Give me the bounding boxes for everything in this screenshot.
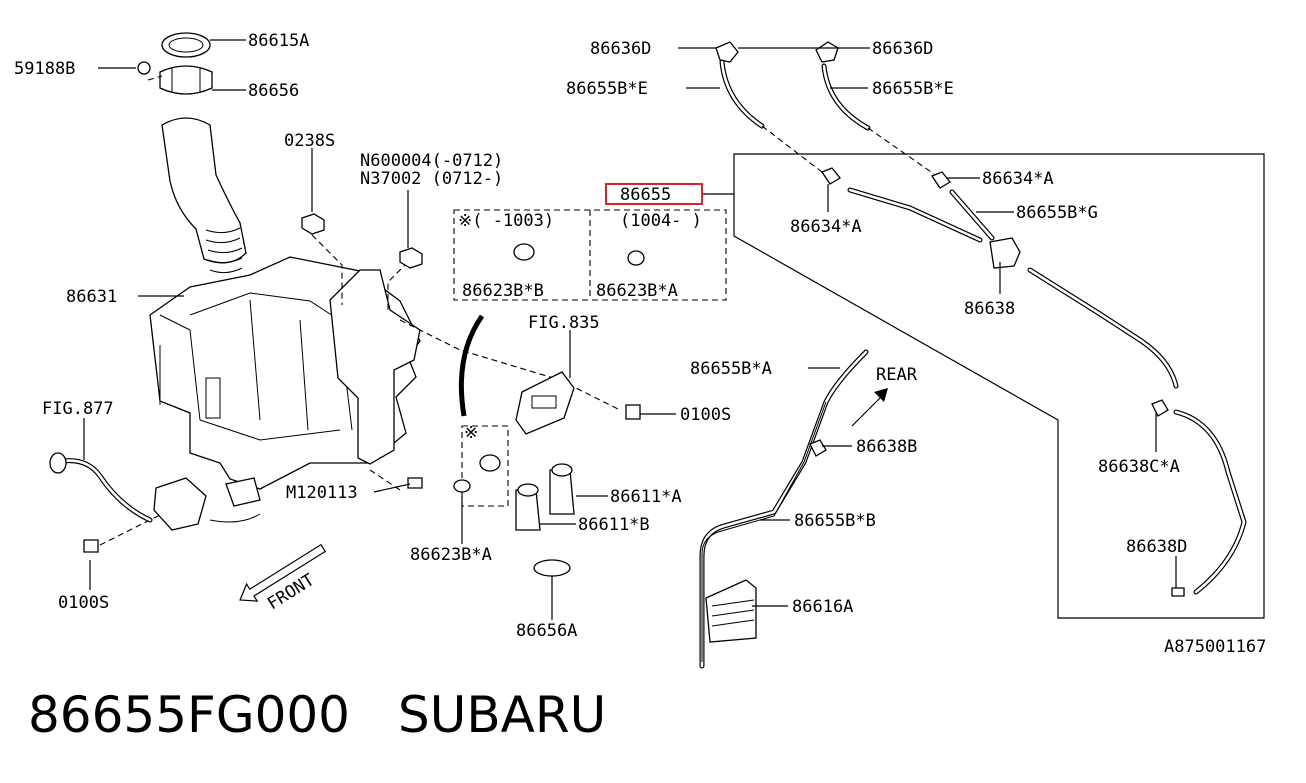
label-fig835[interactable]: FIG.835 <box>528 313 600 333</box>
highlight-box <box>605 183 703 205</box>
nozzle-86636d-right[interactable] <box>815 41 839 63</box>
labels: 86615A 59188B 86656 0238S N600004(-0712)… <box>14 31 1266 657</box>
label-rear: REAR <box>876 365 918 385</box>
rear-arrow <box>851 395 883 427</box>
label-m120113[interactable]: M120113 <box>286 483 358 503</box>
cap-ring[interactable] <box>159 65 213 95</box>
label-0100s-left[interactable]: 0100S <box>58 593 109 613</box>
label-front: FRONT <box>264 570 318 614</box>
label-86623ba-bot[interactable]: 86623B*A <box>410 545 492 565</box>
grommet-center[interactable] <box>479 454 501 472</box>
label-86655be-left[interactable]: 86655B*E <box>566 79 648 99</box>
bolt-0100s-mid[interactable] <box>625 404 641 420</box>
ring-86656a[interactable] <box>533 559 571 577</box>
joint-86638[interactable] <box>989 237 1021 269</box>
label-86636d-left[interactable]: 86636D <box>590 39 651 59</box>
seal-strip[interactable] <box>458 314 485 417</box>
nozzle-86636d-left[interactable] <box>715 41 739 63</box>
label-86638[interactable]: 86638 <box>964 299 1015 319</box>
joint-86638d[interactable] <box>1171 587 1185 597</box>
joint-86638c[interactable] <box>1151 399 1169 417</box>
label-86636d-right[interactable]: 86636D <box>872 39 933 59</box>
bolt-59188b[interactable] <box>137 61 151 75</box>
label-86638b[interactable]: 86638B <box>856 437 917 457</box>
label-86656[interactable]: 86656 <box>248 81 299 101</box>
nut-0238s[interactable] <box>301 213 325 235</box>
joint-86638b[interactable] <box>809 439 827 457</box>
label-86655-highlighted[interactable]: 86655 <box>620 185 671 205</box>
part-number-title: 86655FG000 <box>28 686 350 744</box>
joint-86634a-right[interactable] <box>931 171 951 189</box>
label-86638d[interactable]: 86638D <box>1126 537 1187 557</box>
label-86634a-left[interactable]: 86634*A <box>790 217 862 237</box>
label-86634a-right[interactable]: 86634*A <box>982 169 1054 189</box>
label-86616a[interactable]: 86616A <box>792 597 853 617</box>
label-0100s-mid[interactable]: 0100S <box>680 405 731 425</box>
brand-title: SUBARU <box>398 686 607 744</box>
label-86656a[interactable]: 86656A <box>516 621 577 641</box>
pump-hose-assembly <box>49 452 261 531</box>
leader-lines <box>83 39 1177 620</box>
grommet-86623ba-top[interactable] <box>627 250 645 266</box>
label-86611b[interactable]: 86611*B <box>578 515 650 535</box>
label-range-1004: (1004- ) <box>620 211 702 231</box>
hose-end[interactable] <box>49 452 67 474</box>
washer-pump[interactable] <box>153 477 207 531</box>
label-86655bg[interactable]: 86655B*G <box>1016 203 1098 223</box>
label-86655bb[interactable]: 86655B*B <box>794 511 876 531</box>
bolt-0100s-left[interactable] <box>83 539 99 553</box>
filler-cap[interactable] <box>161 32 211 58</box>
grommet-86623ba-bot[interactable] <box>453 479 471 493</box>
label-86623bb[interactable]: 86623B*B <box>462 281 544 301</box>
reservoir-86616a[interactable] <box>705 579 757 643</box>
label-86623ba-top[interactable]: 86623B*A <box>596 281 678 301</box>
label-86655be-right[interactable]: 86655B*E <box>872 79 954 99</box>
label-59188b[interactable]: 59188B <box>14 59 75 79</box>
label-86638ca[interactable]: 86638C*A <box>1098 457 1180 477</box>
label-86611a[interactable]: 86611*A <box>610 487 682 507</box>
label-fig877[interactable]: FIG.877 <box>42 399 114 419</box>
grommet-86623bb[interactable] <box>513 243 535 261</box>
front-arrow <box>239 543 327 602</box>
pump-connector[interactable] <box>225 477 261 507</box>
rear-hose-frame <box>733 153 1265 619</box>
label-star: ※ <box>464 423 478 443</box>
label-86631[interactable]: 86631 <box>66 287 117 307</box>
label-86655ba[interactable]: 86655B*A <box>690 359 772 379</box>
label-range-1003: ※( -1003) <box>458 211 554 231</box>
label-reference-code: A875001167 <box>1164 637 1266 657</box>
label-86615a[interactable]: 86615A <box>248 31 309 51</box>
label-n600004[interactable]: N600004(-0712) <box>360 151 503 171</box>
nut-n600004[interactable] <box>399 247 423 269</box>
label-0238s[interactable]: 0238S <box>284 131 335 151</box>
tank-bracket[interactable] <box>329 269 421 465</box>
center-parts <box>453 209 727 577</box>
bolt-m120113[interactable] <box>407 477 423 489</box>
label-n37002[interactable]: N37002 (0712-) <box>360 169 503 189</box>
joint-86634a-left[interactable] <box>821 167 841 185</box>
filler-neck[interactable] <box>161 117 247 264</box>
washer-tank-assembly <box>83 32 641 553</box>
rear-hose-routing <box>699 41 1265 669</box>
motor-fig835[interactable] <box>515 371 575 435</box>
